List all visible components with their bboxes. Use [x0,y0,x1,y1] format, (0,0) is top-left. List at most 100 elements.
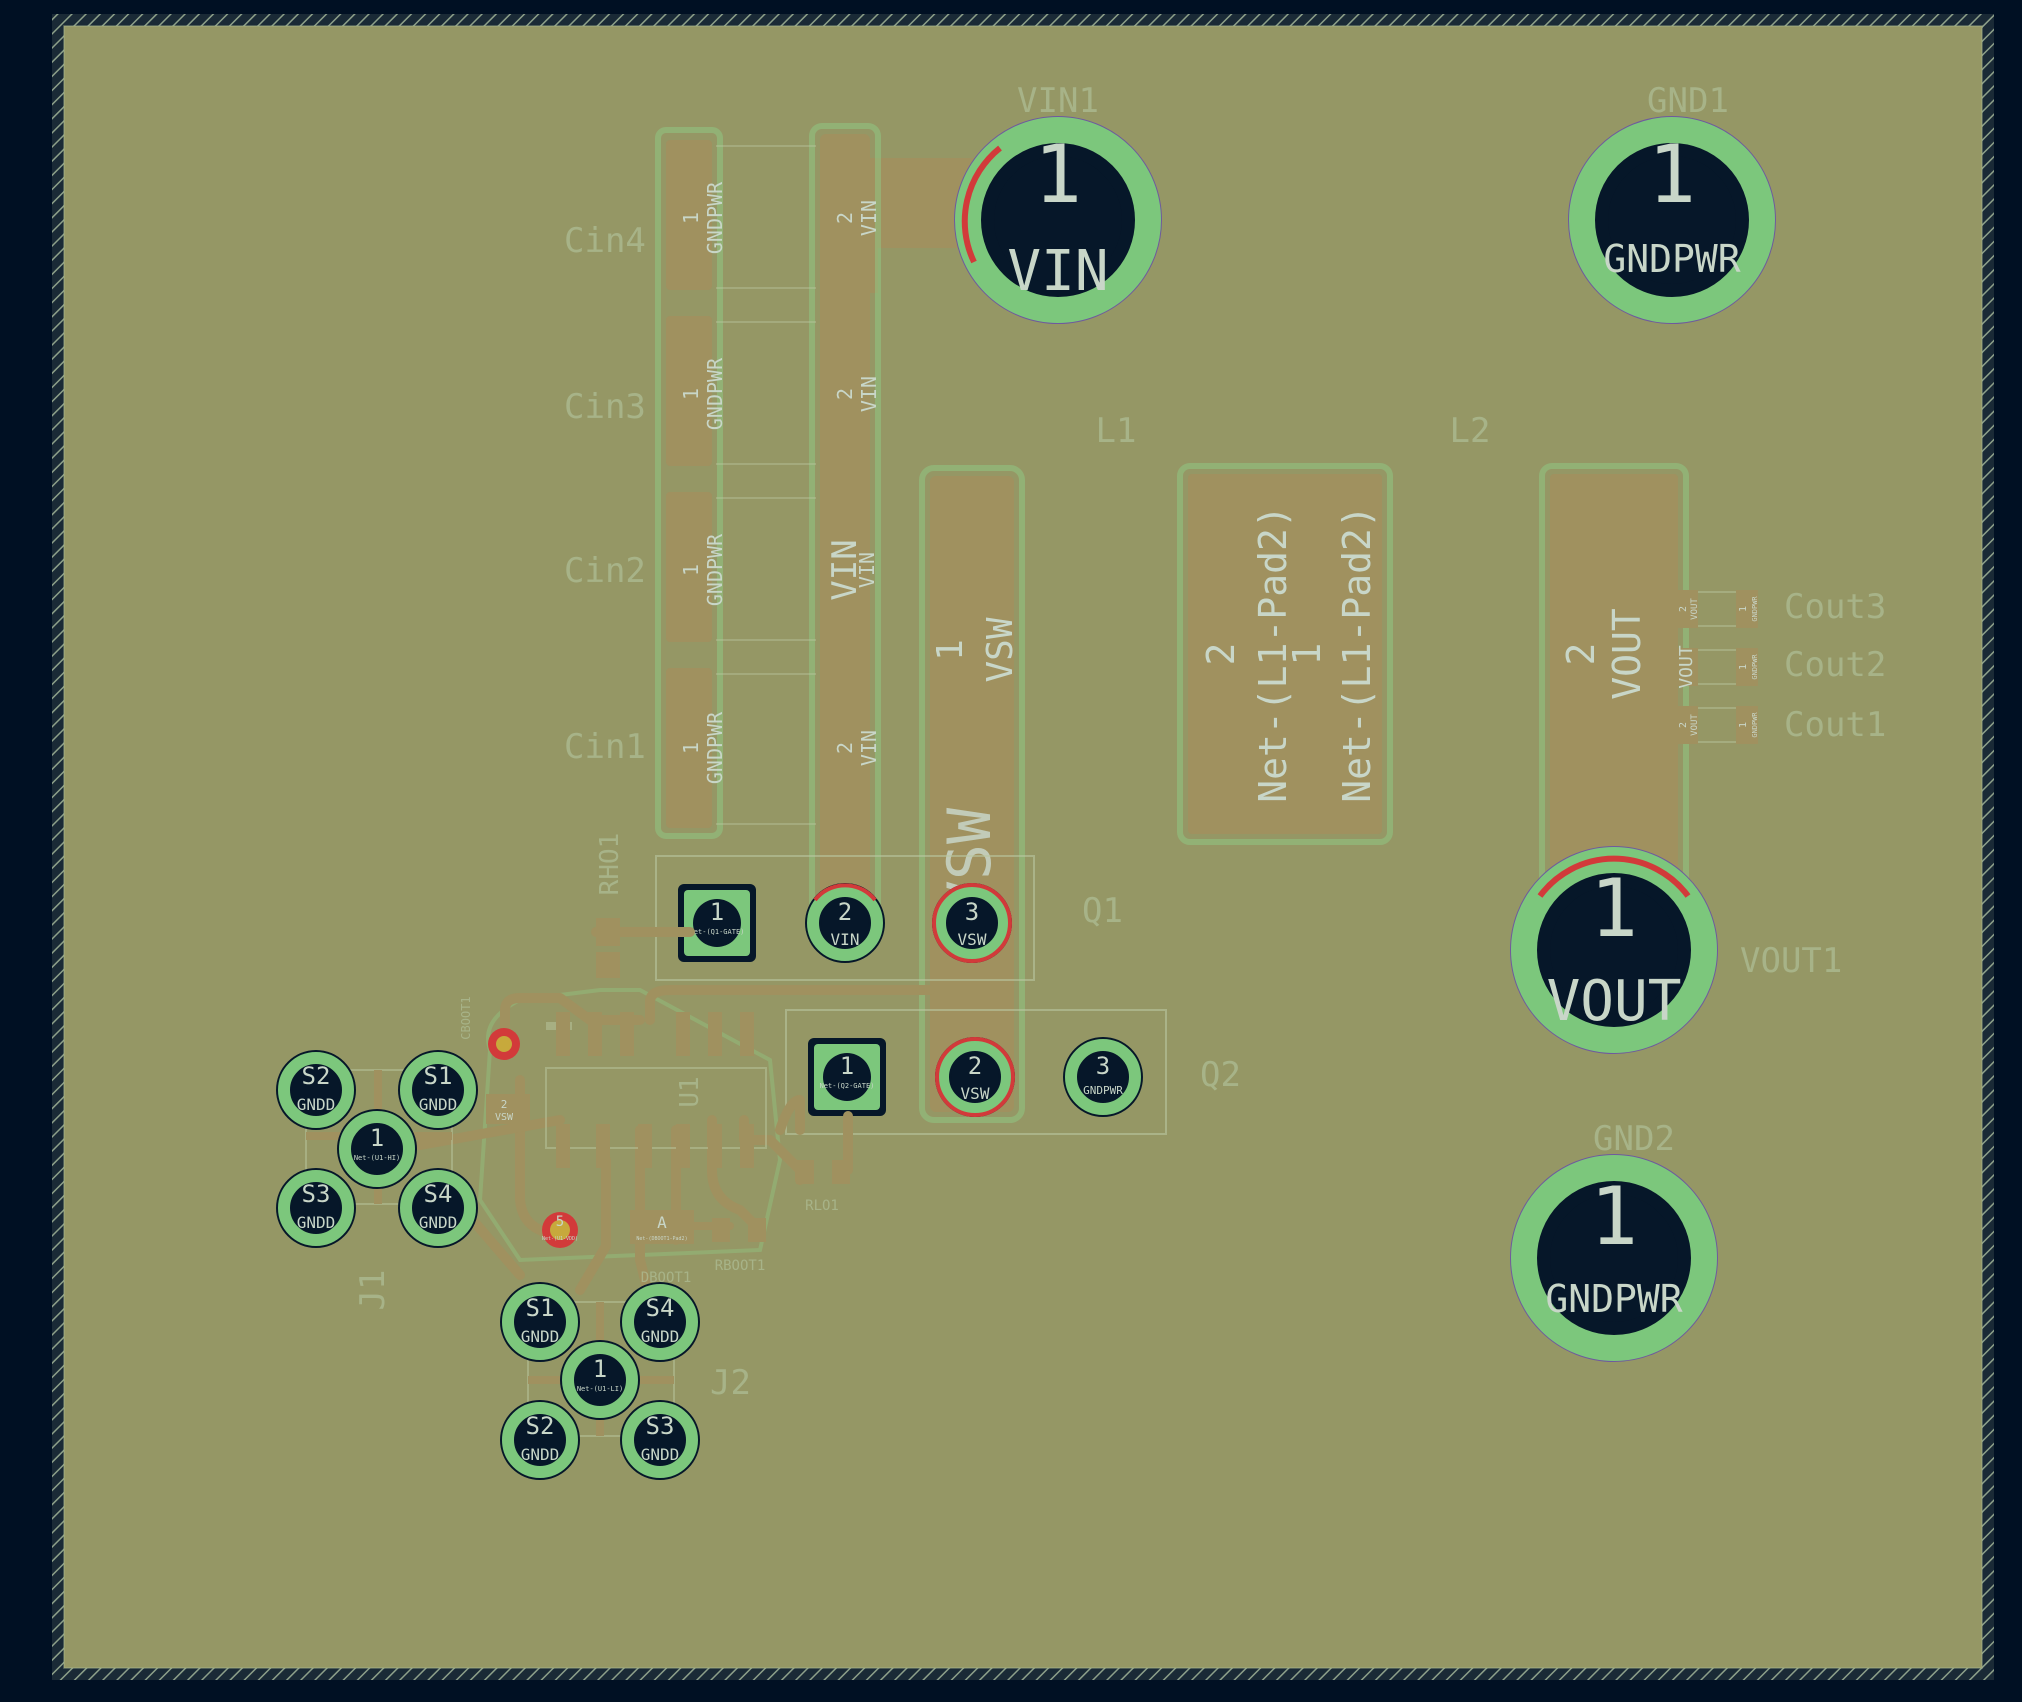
cout2-mid-label: VOUT [1676,645,1697,689]
j1-center-pad[interactable]: 1 Net-(U1-HI) [337,1109,417,1189]
vin-bus-label: VIN [825,539,865,600]
vout1-pad-num: 1 [1590,862,1638,955]
q2-refdes: Q2 [1200,1055,1241,1095]
vin-tab-lower [860,158,878,293]
j1-s4-label: S4 [424,1180,453,1208]
cin4-refdes: Cin4 [564,221,646,261]
cin3-pad1[interactable] [666,316,712,466]
vdd-via-net: Net-(U1-VDD) [542,1236,578,1242]
cout1-pad1-num: 1 [1738,722,1749,728]
vin1-refdes: VIN1 [1017,81,1099,121]
vin1-pad-net: VIN [1007,239,1108,304]
j1-s4-pad[interactable]: S4 GNDD [398,1168,478,1248]
vin-bus-trace[interactable] [820,134,870,914]
cout1-refdes: Cout1 [1784,705,1886,745]
j2-s1-pad[interactable]: S1 GNDD [500,1282,580,1362]
vsw-bus[interactable]: 1 VSW VSW [919,465,1025,1123]
vsw-bus-num: 1 [930,639,971,661]
j1-s3-pad[interactable]: S3 GNDD [276,1168,356,1248]
q2-pad3-num: 3 [1096,1052,1110,1080]
vin1-pad-num: 1 [1034,128,1082,221]
inductor-l1[interactable]: L1 2 Net-(L1-Pad2) 1 Net-(L1-Pad2) [1096,411,1393,845]
vsw-bus-net: VSW [980,617,1021,682]
vin1-terminal[interactable]: VIN1 1 VIN [954,81,1162,324]
j1-center-num: 1 [370,1124,384,1152]
transistor-q1[interactable]: Q1 1 Net-(Q1-GATE) 2 VIN 3 VSW [655,855,1123,981]
connector-j2[interactable]: S1 GNDD S4 GNDD S2 GNDD S3 GNDD 1 Net-(U… [500,1282,751,1480]
cin4-pad1-net: GNDPWR [703,181,727,254]
l2-pad2-num: 2 [1559,643,1603,666]
cout2-refdes: Cout2 [1784,645,1886,685]
j1-center-net: Net-(U1-HI) [354,1154,400,1162]
q1-pad3-net: VSW [958,930,987,949]
q1-refdes: Q1 [1082,891,1123,931]
q2-pad2-num: 2 [968,1052,982,1080]
gnd1-pad-net: GNDPWR [1603,237,1740,281]
cin3-pad1-net: GNDPWR [703,357,727,430]
j2-s3-net: GNDD [641,1445,680,1464]
cout1-pad2-net: VOUT [1690,714,1700,736]
cboot1-pad2-num: 2 [501,1098,508,1111]
transistor-q2[interactable]: Q2 1 Net-(Q2-GATE) 2 VSW 3 GNDPWR [785,1009,1241,1135]
cin1-pad1-net: GNDPWR [703,711,727,784]
j1-s1-label: S1 [424,1062,453,1090]
cin4-pad2-net: VIN [857,200,881,236]
u1-refdes: U1 [675,1076,705,1107]
cin1-pad2-net: VIN [857,730,881,766]
j1-s2-net: GNDD [297,1095,336,1114]
dboot1-pad-a: A [657,1213,667,1232]
cout3-pad2-net: VOUT [1690,598,1700,620]
cout3-refdes: Cout3 [1784,587,1886,627]
vout1-refdes: VOUT1 [1740,941,1842,981]
l1-refdes: L1 [1096,411,1137,451]
cin1-pad2-num: 2 [833,742,857,754]
j1-s4-net: GNDD [419,1213,458,1232]
cin3-pad2-num: 2 [833,388,857,400]
cin2-pad2-net: VIN [855,552,879,588]
cin2-refdes: Cin2 [564,551,646,591]
gnd1-terminal[interactable]: GND1 1 GNDPWR [1568,81,1776,324]
cout3-pad1-net: GNDPWR [1751,596,1759,622]
j1-s1-pad[interactable]: S1 GNDD [398,1050,478,1130]
cin3-pad2-net: VIN [857,376,881,412]
cout1-pad1-net: GNDPWR [1751,712,1759,738]
q1-pad1-net: Net-(Q1-GATE) [690,928,745,936]
dboot1-refdes: DBOOT1 [641,1270,692,1286]
j1-s3-net: GNDD [297,1213,336,1232]
j2-s2-pad[interactable]: S2 GNDD [500,1400,580,1480]
q2-pad1-net: Net-(Q2-GATE) [820,1082,875,1090]
j2-center-pad[interactable]: 1 Net-(U1-LI) [560,1340,640,1420]
q1-pad1-num: 1 [710,898,724,926]
cin4-pad1[interactable] [666,140,712,290]
inductor-l2[interactable]: L2 2 VOUT [1450,411,1689,889]
q1-pad2-net: VIN [831,930,860,949]
l2-refdes: L2 [1450,411,1491,451]
rho1-refdes: RHO1 [595,833,625,896]
l1-pad-num: 2 [1199,643,1243,666]
rlo1-refdes: RLO1 [805,1198,839,1214]
cin2-pad1[interactable] [666,492,712,642]
vout1-terminal[interactable]: 1 VOUT VOUT1 [1510,846,1842,1054]
cin1-pad1[interactable] [666,668,712,828]
j1-s2-pad[interactable]: S2 GNDD [276,1050,356,1130]
q1-pad2-num: 2 [838,898,852,926]
j1-s3-label: S3 [302,1180,331,1208]
j2-s2-net: GNDD [521,1445,560,1464]
j2-s4-pad[interactable]: S4 GNDD [620,1282,700,1362]
cboot1-pad2-net: VSW [495,1112,514,1123]
cout2-pad1-net: GNDPWR [1751,654,1759,680]
j2-s1-net: GNDD [521,1327,560,1346]
l2-pad1-num: 1 [1285,643,1329,666]
gnd2-terminal[interactable]: GND2 1 GNDPWR [1510,1119,1718,1362]
cin4-pad2-num: 2 [833,212,857,224]
j1-refdes: J1 [353,1270,393,1311]
j2-s1-label: S1 [526,1294,555,1322]
j2-s3-pad[interactable]: S3 GNDD [620,1400,700,1480]
j2-center-num: 1 [593,1355,607,1383]
gnd2-pad-num: 1 [1590,1170,1638,1263]
cin3-pad1-num: 1 [679,388,703,400]
gnd2-pad-net: GNDPWR [1545,1277,1682,1321]
connector-j1[interactable]: S2 GNDD S1 GNDD S3 GNDD S4 GNDD 1 Net-(U… [276,1050,478,1310]
